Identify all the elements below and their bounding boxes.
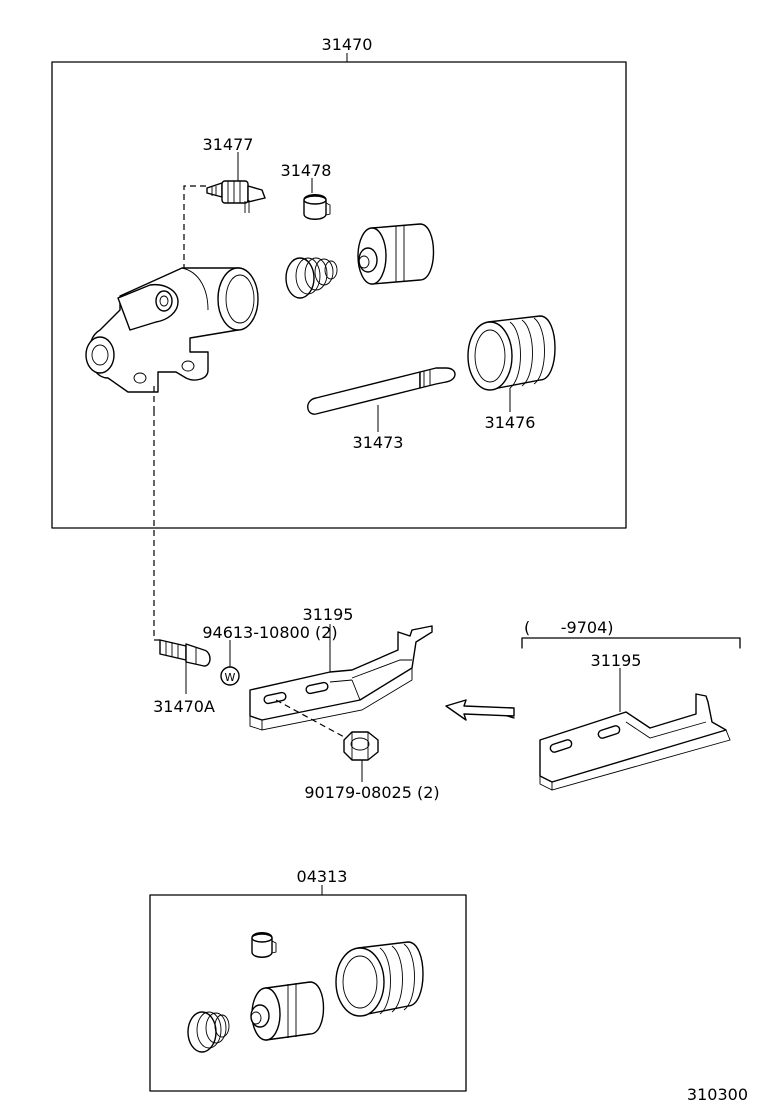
assembly-31470-group: 31470 31477 31478	[51, 35, 627, 529]
kit-bleeder-cap	[251, 932, 277, 958]
label-31470: 31470	[322, 35, 373, 54]
label-31476: 31476	[485, 413, 536, 432]
bleeder-cap-31478	[303, 194, 331, 220]
clutch-release-cylinder	[85, 267, 259, 393]
label-31470a: 31470A	[153, 697, 215, 716]
stud-bolt-31470a	[159, 639, 211, 667]
label-alt-31195: 31195	[591, 651, 642, 670]
push-rod-31473	[307, 367, 456, 415]
kit-04313-frame	[149, 894, 467, 1092]
label-31477: 31477	[203, 135, 254, 154]
assembly-31470-frame	[51, 61, 627, 529]
washer-94613: W	[220, 666, 240, 686]
boot-31476	[467, 315, 556, 391]
bracket-31195	[249, 625, 433, 731]
washer-mark: W	[225, 671, 236, 684]
kit-04313-group: 04313	[149, 867, 467, 1092]
bleeder-plug-31477	[206, 180, 266, 213]
alt-bracket-group: ( -9704) 31195	[521, 618, 741, 791]
kit-boot	[335, 941, 424, 1017]
nut-90179	[343, 731, 379, 761]
drawing-number: 310300	[687, 1085, 748, 1104]
label-90179: 90179-08025 (2)	[304, 783, 439, 802]
kit-piston	[250, 981, 325, 1041]
kit-spring	[187, 1011, 230, 1053]
spring	[285, 257, 338, 299]
arrow-left-icon	[445, 699, 515, 721]
label-04313: 04313	[297, 867, 348, 886]
label-31478: 31478	[281, 161, 332, 180]
piston	[357, 223, 435, 285]
label-94613: 94613-10800 (2)	[202, 623, 337, 642]
alt-bracket-31195	[539, 693, 731, 791]
label-31473: 31473	[353, 433, 404, 452]
label-31195: 31195	[303, 605, 354, 624]
label-alt-range: ( -9704)	[524, 618, 614, 637]
